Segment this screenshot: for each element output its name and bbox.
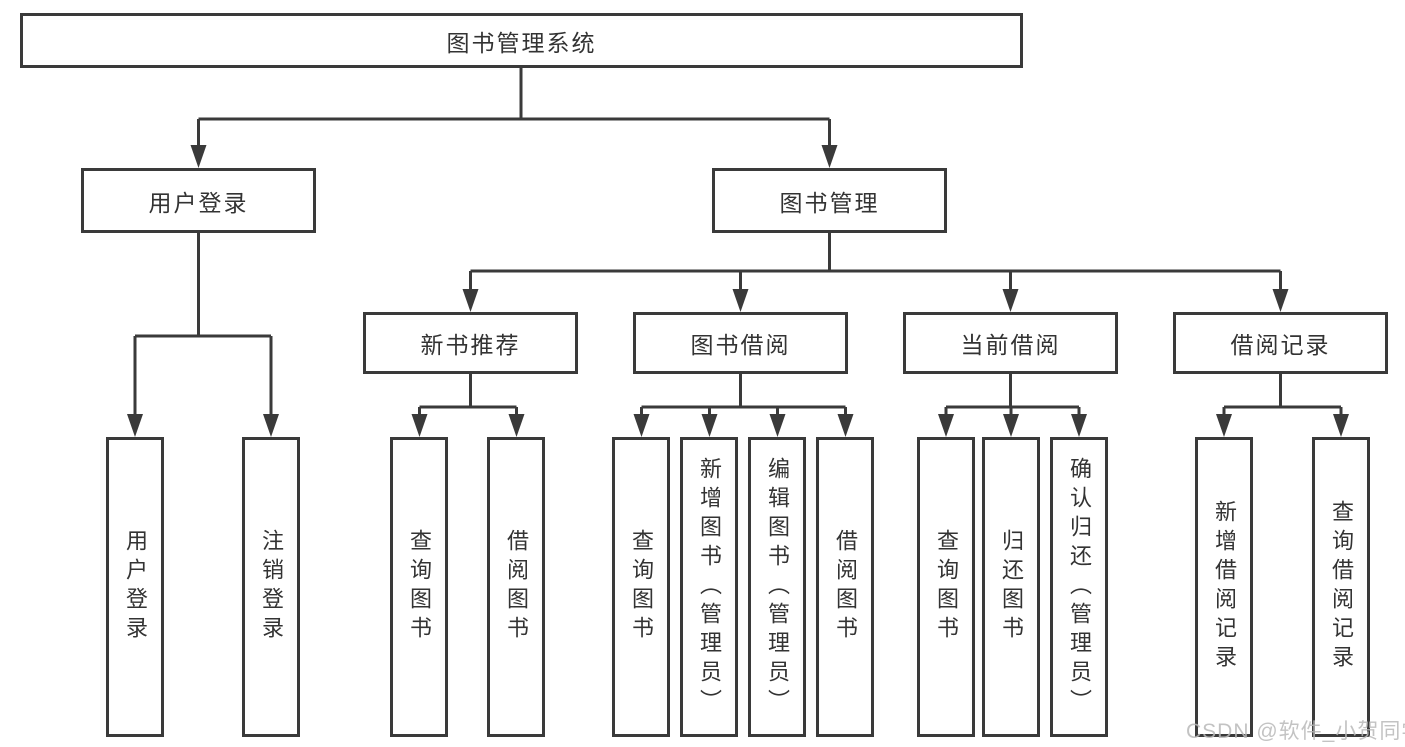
node-new-book-recommendation: 新书推荐 — [363, 312, 578, 374]
leaf-query-books-borrowing-label: 查询图书 — [629, 529, 654, 645]
leaf-query-borrow-record-label: 查询借阅记录 — [1329, 500, 1354, 674]
leaf-query-books-borrowing: 查询图书 — [612, 437, 670, 737]
leaf-confirm-return-admin-label: 确认归还（管理员） — [1067, 456, 1092, 718]
leaf-edit-books-admin-label: 编辑图书（管理员） — [765, 456, 790, 718]
node-library-system-label: 图书管理系统 — [446, 29, 597, 56]
node-borrowing-records-label: 借阅记录 — [1230, 332, 1331, 358]
node-book-management-label: 图书管理 — [779, 189, 880, 216]
node-user-login-label: 用户登录 — [148, 189, 249, 216]
node-borrowing-records: 借阅记录 — [1173, 312, 1388, 374]
leaf-edit-books-admin: 编辑图书（管理员） — [748, 437, 806, 737]
leaf-query-books-current-label: 查询图书 — [934, 529, 959, 645]
leaf-borrow-books-borrowing-label: 借阅图书 — [833, 529, 858, 645]
leaf-borrow-books-borrowing: 借阅图书 — [816, 437, 874, 737]
node-book-management: 图书管理 — [712, 168, 947, 233]
leaf-return-books-label: 归还图书 — [999, 529, 1024, 645]
csdn-watermark: CSDN @软件_小贺同学 — [1186, 720, 1405, 743]
leaf-return-books: 归还图书 — [982, 437, 1040, 737]
leaf-add-books-admin: 新增图书（管理员） — [680, 437, 738, 737]
leaf-add-borrow-record-label: 新增借阅记录 — [1212, 500, 1237, 674]
leaf-logout-login-label: 注销登录 — [259, 529, 284, 645]
leaf-query-books-current: 查询图书 — [917, 437, 975, 737]
leaf-user-login: 用户登录 — [106, 437, 164, 737]
leaf-confirm-return-admin: 确认归还（管理员） — [1050, 437, 1108, 737]
leaf-add-borrow-record: 新增借阅记录 — [1195, 437, 1253, 737]
node-new-book-recommendation-label: 新书推荐 — [420, 332, 521, 358]
leaf-logout-login: 注销登录 — [242, 437, 300, 737]
node-book-borrowing: 图书借阅 — [633, 312, 848, 374]
node-library-system: 图书管理系统 — [20, 13, 1023, 68]
leaf-query-borrow-record: 查询借阅记录 — [1312, 437, 1370, 737]
leaf-query-books-recommend-label: 查询图书 — [407, 529, 432, 645]
node-current-borrowing-label: 当前借阅 — [960, 332, 1061, 358]
leaf-borrow-books-recommend: 借阅图书 — [487, 437, 545, 737]
node-book-borrowing-label: 图书借阅 — [690, 332, 791, 358]
leaf-borrow-books-recommend-label: 借阅图书 — [504, 529, 529, 645]
node-user-login: 用户登录 — [81, 168, 316, 233]
node-current-borrowing: 当前借阅 — [903, 312, 1118, 374]
leaf-add-books-admin-label: 新增图书（管理员） — [697, 456, 722, 718]
leaf-query-books-recommend: 查询图书 — [390, 437, 448, 737]
leaf-user-login-label: 用户登录 — [123, 529, 148, 645]
